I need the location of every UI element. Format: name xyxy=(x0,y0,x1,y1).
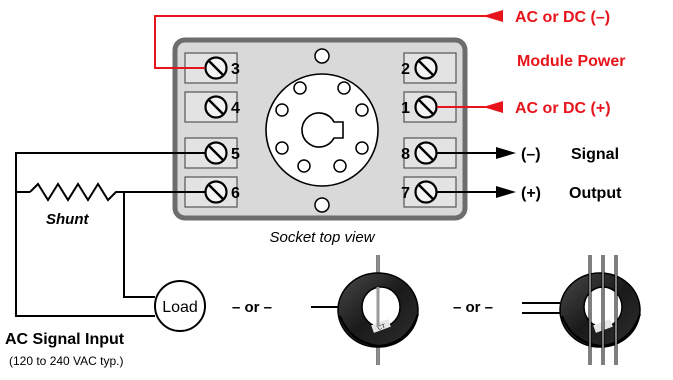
input-wires xyxy=(15,152,205,317)
current-transformer-icon xyxy=(522,255,641,365)
terminal-8-label: 8 xyxy=(401,146,410,163)
module-power-label: Module Power xyxy=(517,53,625,70)
or-separator-1: – or – xyxy=(232,299,272,316)
current-transformer-icon: CT xyxy=(311,255,419,365)
terminal-7-label: 7 xyxy=(401,185,410,202)
arrow-right-icon xyxy=(496,147,516,159)
ac-signal-input-label: AC Signal Input xyxy=(5,331,125,348)
resistor-icon xyxy=(29,182,124,202)
power-plus-label: AC or DC (+) xyxy=(515,100,611,117)
shunt-label: Shunt xyxy=(46,211,89,228)
signal-label: Signal xyxy=(571,146,619,163)
terminal-5-label: 5 xyxy=(231,146,240,163)
power-wires xyxy=(154,15,490,108)
socket-bottom-hole xyxy=(314,197,330,213)
ac-signal-range-label: (120 to 240 VAC typ.) xyxy=(9,354,124,368)
power-arrows xyxy=(483,10,503,113)
terminal-4-label: 4 xyxy=(231,100,240,117)
output-label: Output xyxy=(569,185,622,202)
arrow-left-icon xyxy=(483,10,503,22)
terminal-3-label: 3 xyxy=(231,61,240,78)
arrow-left-icon xyxy=(483,101,503,113)
ct-tag-label: CT xyxy=(377,324,387,332)
socket-top-hole xyxy=(314,48,330,64)
arrow-right-icon xyxy=(496,186,516,198)
output-minus-label: (–) xyxy=(521,146,541,163)
output-wires xyxy=(437,152,500,193)
load-label: Load xyxy=(162,299,198,316)
load-circle: Load xyxy=(154,280,206,332)
or-separator-2: – or – xyxy=(453,299,493,316)
octal-pin-ring xyxy=(265,73,379,187)
socket xyxy=(172,37,468,221)
terminal-6-label: 6 xyxy=(231,185,240,202)
socket-caption: Socket top view xyxy=(269,229,375,246)
power-minus-label: AC or DC (–) xyxy=(515,9,610,26)
terminal-2-label: 2 xyxy=(401,61,410,78)
output-arrows xyxy=(496,147,516,198)
output-plus-label: (+) xyxy=(521,185,541,202)
terminal-1-label: 1 xyxy=(401,100,410,117)
